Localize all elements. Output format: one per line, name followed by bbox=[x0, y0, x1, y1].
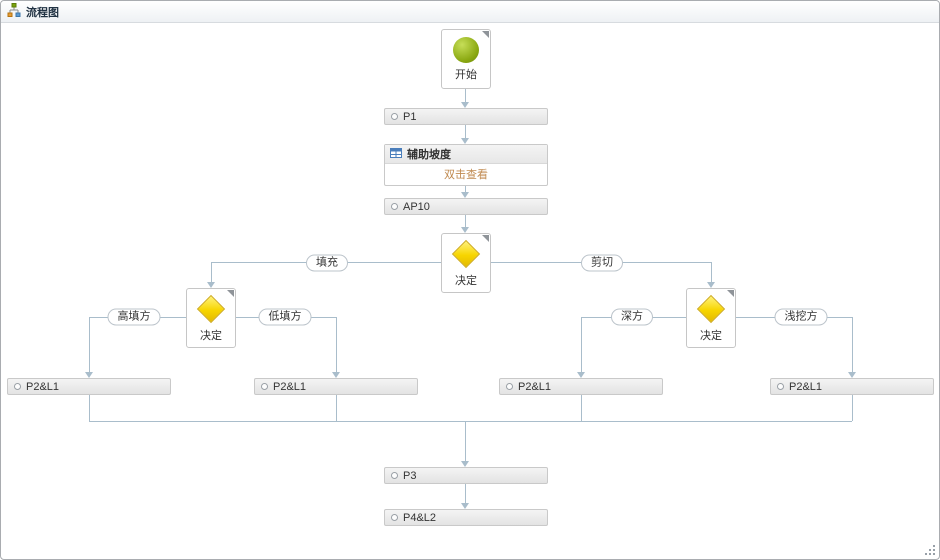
process-label: P2&L1 bbox=[26, 380, 60, 393]
connector-arrow-icon bbox=[207, 282, 215, 288]
edge-label-high-fill[interactable]: 高填方 bbox=[107, 308, 161, 326]
connector-arrow-icon bbox=[461, 138, 469, 144]
connector-arrow-icon bbox=[461, 192, 469, 198]
flowchart-icon bbox=[7, 3, 21, 20]
process-dot-icon bbox=[391, 472, 398, 479]
connector-line bbox=[89, 395, 90, 421]
process-label: P4&L2 bbox=[403, 511, 437, 524]
connector-line bbox=[711, 262, 712, 282]
decision-node-left[interactable]: 决定 bbox=[186, 288, 236, 348]
connector-line bbox=[581, 317, 582, 372]
process-node-p2l1-3[interactable]: P2&L1 bbox=[499, 378, 663, 395]
panel-title: 流程图 bbox=[26, 6, 59, 19]
note-corner-icon bbox=[482, 31, 489, 38]
process-label: P2&L1 bbox=[789, 380, 823, 393]
process-node-p2l1-2[interactable]: P2&L1 bbox=[254, 378, 418, 395]
edge-label-shallow-cut[interactable]: 浅挖方 bbox=[774, 308, 828, 326]
note-corner-icon bbox=[227, 290, 234, 297]
process-dot-icon bbox=[14, 383, 21, 390]
process-node-p2l1-4[interactable]: P2&L1 bbox=[770, 378, 934, 395]
edge-label-deep-cut[interactable]: 深方 bbox=[611, 308, 653, 326]
process-node-p4l2[interactable]: P4&L2 bbox=[384, 509, 548, 526]
aux-slope-body: 双击查看 bbox=[385, 164, 547, 184]
connector-line bbox=[465, 214, 466, 227]
decision-diamond-icon bbox=[196, 294, 226, 323]
start-node[interactable]: 开始 bbox=[441, 29, 491, 89]
connector-arrow-icon bbox=[461, 227, 469, 233]
connector-line bbox=[852, 317, 853, 372]
connector-arrow-icon bbox=[332, 372, 340, 378]
start-circle-icon bbox=[453, 36, 479, 63]
process-dot-icon bbox=[261, 383, 268, 390]
aux-slope-hint: 双击查看 bbox=[444, 169, 488, 181]
process-dot-icon bbox=[391, 514, 398, 521]
connector-line bbox=[89, 317, 90, 372]
connector-line bbox=[465, 483, 466, 503]
connector-arrow-icon bbox=[707, 282, 715, 288]
process-label: P2&L1 bbox=[273, 380, 307, 393]
panel-header: 流程图 bbox=[1, 1, 939, 23]
table-icon bbox=[390, 147, 402, 162]
decision-label: 决定 bbox=[200, 329, 222, 342]
connector-line bbox=[465, 89, 466, 102]
process-dot-icon bbox=[506, 383, 513, 390]
process-node-p2l1-1[interactable]: P2&L1 bbox=[7, 378, 171, 395]
aux-slope-node[interactable]: 辅助坡度 双击查看 bbox=[384, 144, 548, 186]
process-dot-icon bbox=[391, 113, 398, 120]
aux-slope-header: 辅助坡度 bbox=[385, 145, 547, 164]
process-dot-icon bbox=[391, 203, 398, 210]
connector-line bbox=[465, 186, 466, 192]
connector-line bbox=[336, 317, 337, 372]
process-label: P1 bbox=[403, 110, 417, 123]
process-dot-icon bbox=[777, 383, 784, 390]
edge-label-cut[interactable]: 剪切 bbox=[581, 254, 623, 272]
process-node-p3[interactable]: P3 bbox=[384, 467, 548, 484]
connector-arrow-icon bbox=[848, 372, 856, 378]
decision-label: 决定 bbox=[455, 274, 477, 287]
note-corner-icon bbox=[482, 235, 489, 242]
edge-label-low-fill[interactable]: 低填方 bbox=[258, 308, 312, 326]
decision-diamond-icon bbox=[696, 294, 726, 323]
decision-node-right[interactable]: 决定 bbox=[686, 288, 736, 348]
process-label: P2&L1 bbox=[518, 380, 552, 393]
aux-slope-title: 辅助坡度 bbox=[407, 149, 451, 161]
connector-line bbox=[852, 395, 853, 421]
connector-arrow-icon bbox=[577, 372, 585, 378]
decision-diamond-icon bbox=[451, 239, 481, 268]
process-node-ap10[interactable]: AP10 bbox=[384, 198, 548, 215]
process-node-p1[interactable]: P1 bbox=[384, 108, 548, 125]
connector-arrow-icon bbox=[461, 503, 469, 509]
connector-arrow-icon bbox=[85, 372, 93, 378]
decision-label: 决定 bbox=[700, 329, 722, 342]
connector-line bbox=[89, 421, 852, 422]
connector-line bbox=[581, 395, 582, 421]
note-corner-icon bbox=[727, 290, 734, 297]
connector-line bbox=[211, 262, 212, 282]
decision-node-main[interactable]: 决定 bbox=[441, 233, 491, 293]
connector-arrow-icon bbox=[461, 102, 469, 108]
process-label: P3 bbox=[403, 469, 417, 482]
edge-label-fill[interactable]: 填充 bbox=[306, 254, 348, 272]
start-label: 开始 bbox=[455, 68, 477, 81]
connector-line bbox=[465, 125, 466, 138]
connector-arrow-icon bbox=[461, 461, 469, 467]
connector-line bbox=[465, 421, 466, 461]
connector-line bbox=[336, 395, 337, 421]
process-label: AP10 bbox=[403, 200, 430, 213]
resize-grip[interactable] bbox=[924, 544, 936, 556]
